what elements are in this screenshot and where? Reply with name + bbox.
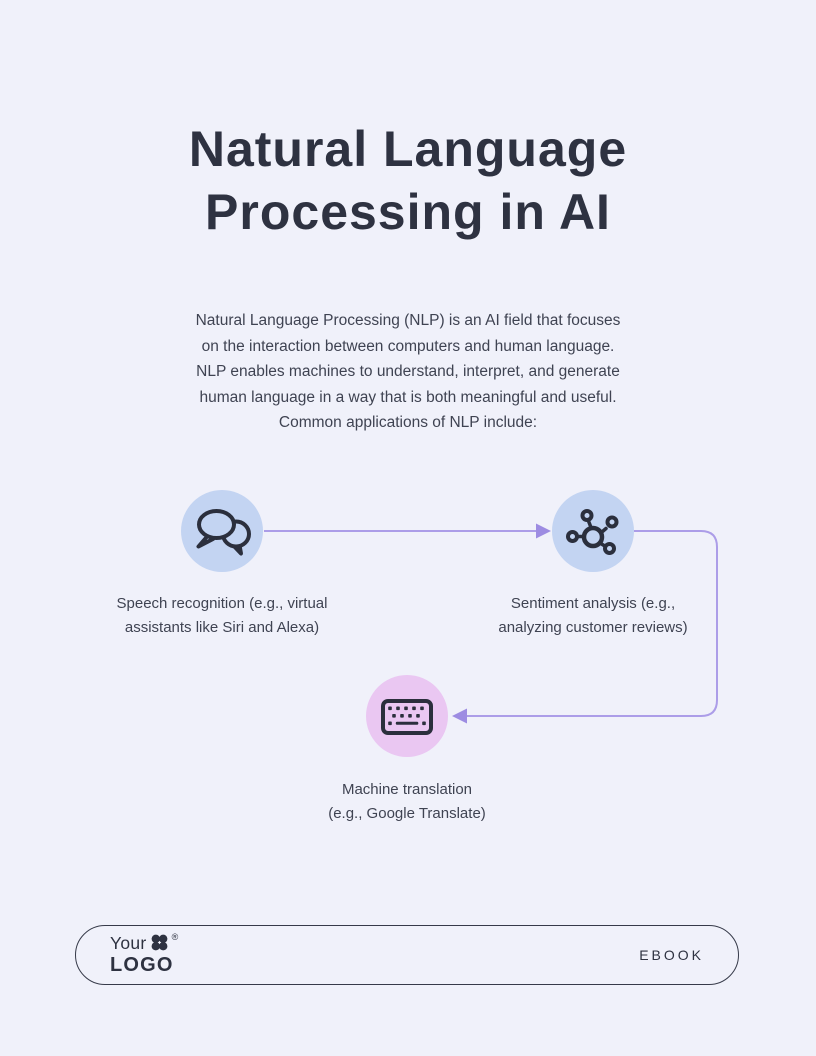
page-title-line-2: Processing in AI — [205, 184, 611, 240]
registered-trademark-symbol: ® — [171, 932, 179, 943]
sentiment-analysis-label: Sentiment analysis (e.g., analyzing cust… — [423, 592, 763, 640]
keyboard-icon — [381, 699, 433, 735]
logo-word-your: Your — [110, 933, 147, 954]
label-line: analyzing customer reviews) — [498, 619, 688, 636]
intro-line: on the interaction between computers and… — [201, 337, 615, 355]
label-line: assistants like Siri and Alexa) — [124, 619, 320, 636]
ebook-badge: EBOOK — [639, 947, 704, 963]
label-line: Speech recognition (e.g., virtual — [116, 595, 328, 612]
speech-recognition-label: Speech recognition (e.g., virtual assist… — [52, 592, 392, 640]
intro-line: human language in a way that is both mea… — [199, 388, 617, 406]
label-line: (e.g., Google Translate) — [328, 805, 486, 822]
speech-recognition-node — [181, 490, 263, 572]
clover-logo-icon — [151, 934, 167, 951]
intro-line: NLP enables machines to understand, inte… — [196, 363, 620, 380]
machine-translation-node — [366, 675, 448, 757]
network-nodes-icon — [566, 509, 619, 555]
chat-bubbles-icon — [196, 509, 251, 556]
footer-bar: Your ® LOGO EBOOK — [75, 925, 739, 985]
page-title-line-1: Natural Language — [188, 121, 628, 177]
sentiment-analysis-node — [552, 490, 634, 572]
logo-top-row: Your ® — [110, 932, 179, 954]
label-line: Sentiment analysis (e.g., — [510, 595, 676, 612]
intro-line: Natural Language Processing (NLP) is an … — [195, 312, 621, 329]
logo-word-logo: LOGO — [110, 953, 174, 976]
label-line: Machine translation — [341, 781, 473, 798]
machine-translation-label: Machine translation (e.g., Google Transl… — [237, 778, 577, 826]
page-title: Natural Language Processing in AI — [0, 118, 816, 244]
intro-line: Common applications of NLP include: — [278, 414, 538, 431]
brand-logo: Your ® LOGO — [110, 932, 179, 976]
intro-paragraph: Natural Language Processing (NLP) is an … — [0, 308, 816, 436]
